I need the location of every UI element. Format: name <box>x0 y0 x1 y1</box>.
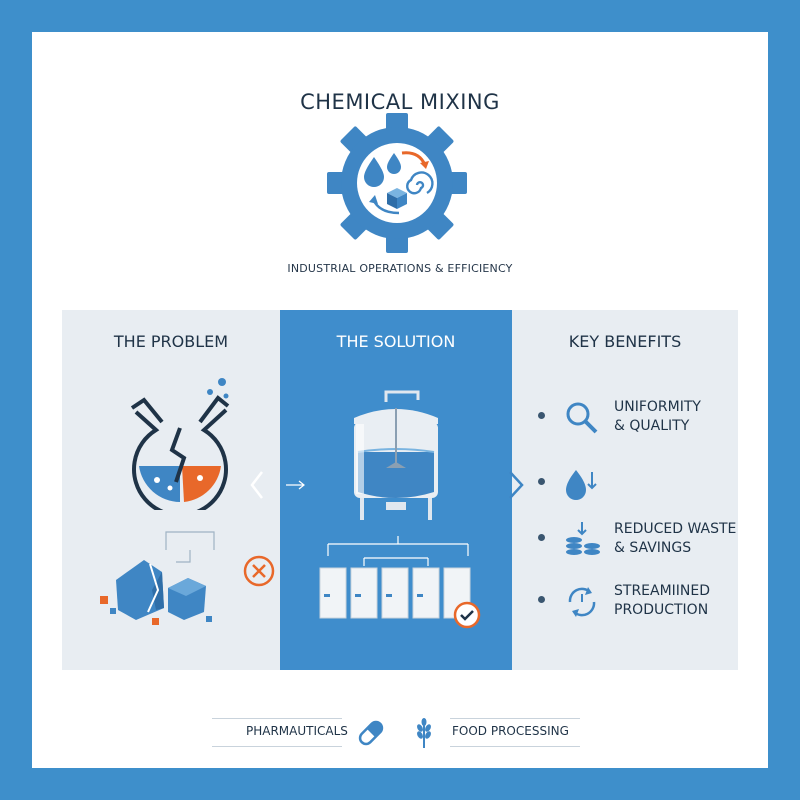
divider <box>212 718 342 719</box>
bullet <box>538 534 545 541</box>
benefit-text: STREAMIINED PRODUCTION <box>614 582 738 620</box>
page-title: CHEMICAL MIXING <box>300 90 500 114</box>
cycle-arrows-icon <box>568 587 596 617</box>
connector-arrow-icon <box>250 471 305 499</box>
benefit-line: REDUCED WASTE <box>614 521 737 537</box>
capsule-icon <box>358 720 384 746</box>
benefit-text: REDUCED WASTE & SAVINGS <box>614 520 738 558</box>
solution-heading: THE SOLUTION <box>336 332 456 351</box>
magnifier-icon <box>566 402 598 434</box>
problem-panel: THE PROBLEM <box>62 310 310 670</box>
gear-with-droplets-cube-icon <box>327 113 467 253</box>
benefit-line: & SAVINGS <box>614 540 692 556</box>
benefit-item-droplet <box>512 460 738 504</box>
page-subtitle: INDUSTRIAL OPERATIONS & EFFICIENCY <box>287 262 513 275</box>
benefit-item-production: STREAMIINED PRODUCTION <box>512 578 738 622</box>
benefit-line: UNIFORMITY <box>614 399 701 415</box>
divider <box>212 746 342 747</box>
chevron-right-icon <box>509 471 524 499</box>
broken-flask-icon <box>130 378 230 510</box>
check-badge-icon <box>453 601 481 629</box>
industry-label-food: FOOD PROCESSING <box>452 724 569 738</box>
benefits-panel: KEY BENEFITS UNIFORMITY & QUALITY <box>509 310 738 670</box>
benefit-line: & QUALITY <box>614 418 690 434</box>
benefit-item-uniformity: UNIFORMITY & QUALITY <box>512 394 738 438</box>
divider <box>450 718 580 719</box>
coins-down-icon <box>566 522 600 555</box>
mixing-tank-icon <box>354 390 438 520</box>
bullet <box>538 478 545 485</box>
benefits-heading: KEY BENEFITS <box>568 332 682 351</box>
benefit-text: UNIFORMITY & QUALITY <box>614 398 738 436</box>
industry-label-pharma: PHARMAUTICALS <box>246 724 348 738</box>
droplet-down-icon <box>566 470 597 500</box>
wheat-icon <box>417 718 431 748</box>
error-x-icon <box>243 555 275 587</box>
infographic-card: CHEMICAL MIXING <box>32 32 768 768</box>
industries-row: PHARMAUTICALS FOOD PROCESSING <box>32 708 768 756</box>
problem-heading: THE PROBLEM <box>113 332 229 351</box>
solution-panel: THE SOLUTION <box>250 310 512 670</box>
benefit-item-waste: REDUCED WASTE & SAVINGS <box>512 516 738 560</box>
benefit-line: PRODUCTION <box>614 602 709 618</box>
bullet <box>538 596 545 603</box>
divider <box>450 746 580 747</box>
benefit-line: STREAMIINED <box>614 583 711 599</box>
bullet <box>538 412 545 419</box>
broken-blocks-icon <box>100 531 215 625</box>
